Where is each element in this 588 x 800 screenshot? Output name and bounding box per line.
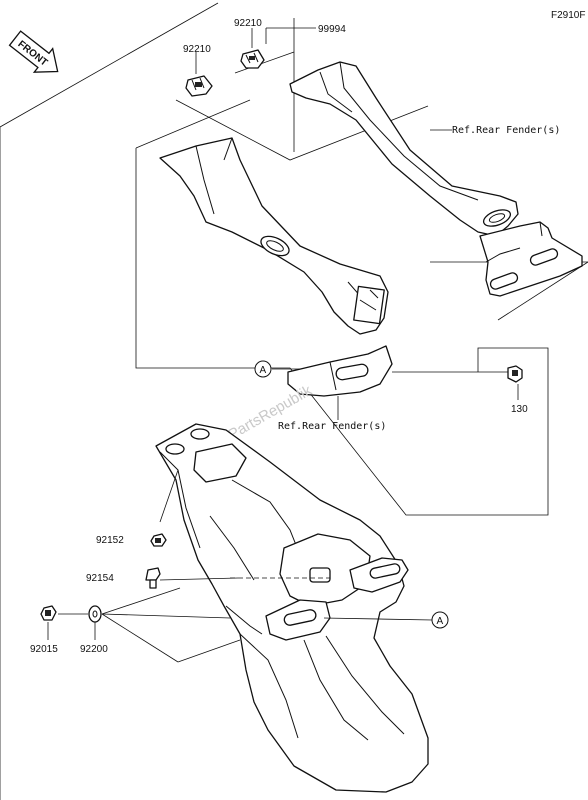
part-number-130: 130	[511, 404, 528, 415]
inner-fender-cover	[159, 137, 389, 335]
rear-fender-bracket-lower	[287, 345, 393, 397]
svg-text:A: A	[260, 365, 267, 376]
rear-fender-bracket-upper	[289, 61, 583, 297]
screw-92154	[145, 567, 239, 589]
clip-nut-92210-b	[240, 49, 265, 69]
part-number-92015: 92015	[30, 644, 58, 655]
clip-nut-92210-a	[185, 75, 213, 97]
ref-rear-fender-top: Ref.Rear Fender(s)	[452, 125, 560, 136]
callout-a-upper: A	[254, 360, 272, 378]
watermark: PartsRepublik	[226, 382, 316, 444]
fastener-leader-lines	[58, 587, 241, 663]
rear-fender	[155, 423, 429, 793]
callout-a-lower: A	[431, 611, 449, 629]
nut-92152	[150, 469, 179, 547]
part-number-99994: 99994	[318, 24, 346, 35]
bolt-130	[392, 365, 523, 383]
washer-92200	[88, 605, 102, 640]
part-number-92210-b: 92210	[234, 18, 262, 29]
part-number-92154: 92154	[86, 573, 114, 584]
part-number-92152: 92152	[96, 535, 124, 546]
nut-92015	[40, 605, 57, 640]
svg-text:A: A	[437, 616, 444, 627]
ref-rear-fender-mid: Ref.Rear Fender(s)	[278, 421, 386, 432]
part-number-92210-a: 92210	[183, 44, 211, 55]
diagram-code: F2910F	[551, 10, 585, 21]
front-arrow-icon: FRONT	[8, 30, 59, 73]
part-number-92200: 92200	[80, 644, 108, 655]
